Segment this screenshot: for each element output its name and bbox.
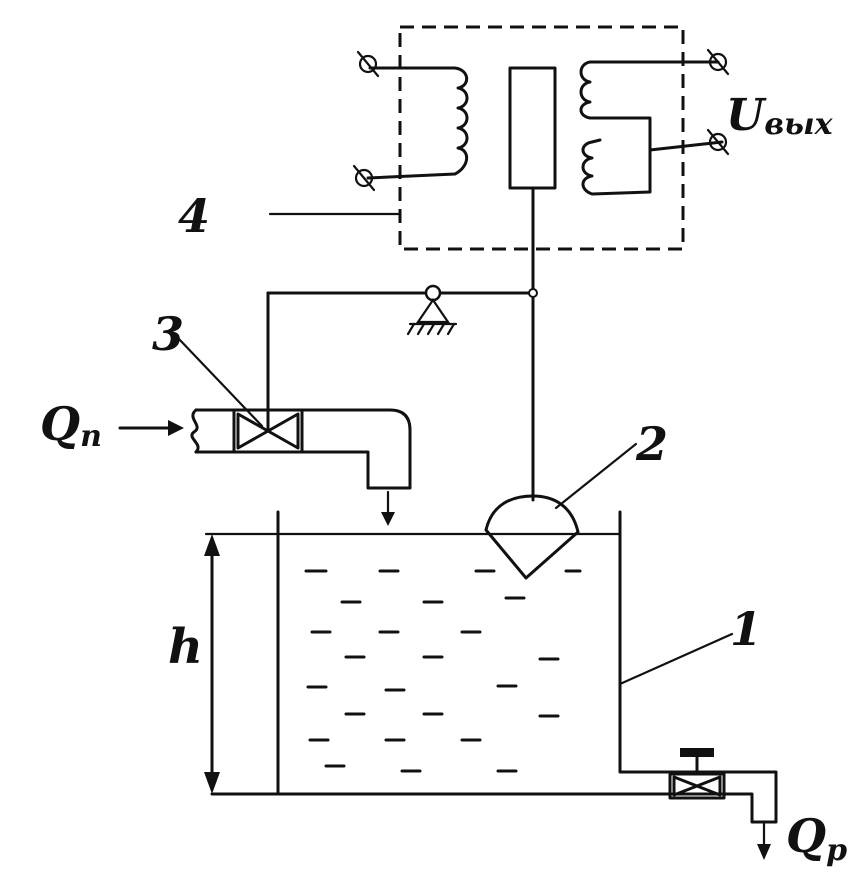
input-terminal-bottom [352, 164, 376, 192]
rod-joint [528, 288, 538, 298]
secondary-coil-upper [579, 60, 724, 152]
tank-number-label: 1 [730, 602, 762, 656]
tank-leader-line [618, 632, 734, 686]
secondary-coil-lower [581, 138, 652, 196]
inlet-pipe [190, 408, 412, 490]
outflow-arrow [757, 822, 771, 860]
float [484, 494, 580, 580]
output-terminal-bottom [706, 128, 730, 156]
tank-left-wall-and-floor [210, 510, 670, 796]
water-dashes [304, 569, 582, 773]
level-label: h [168, 619, 203, 675]
input-terminal-top [356, 50, 380, 78]
float-number-label: 2 [635, 417, 668, 471]
float-leader-line [554, 442, 638, 510]
lever-pivot [406, 284, 458, 336]
outlet-valve [668, 748, 726, 800]
inlet-valve [232, 408, 304, 454]
transformer-core [508, 66, 557, 190]
inflow-arrow [118, 420, 184, 436]
outflow-label: Qр [786, 809, 847, 868]
valve-number-label: 3 [152, 307, 184, 361]
output-terminal-top [706, 48, 730, 76]
output-voltage-label: Uвых [726, 90, 834, 142]
valve-leader-line [176, 336, 264, 428]
primary-coil [366, 66, 469, 180]
fill-flow-arrow [381, 490, 395, 526]
level-dimension [204, 534, 220, 794]
transducer-housing [398, 25, 685, 251]
differential-transformer: Uвых [352, 25, 834, 251]
inflow-label: Qп [40, 397, 102, 454]
transducer-number-label: 4 [178, 189, 210, 243]
tank [204, 510, 778, 824]
tank-right-wall-and-outlet [618, 510, 778, 824]
